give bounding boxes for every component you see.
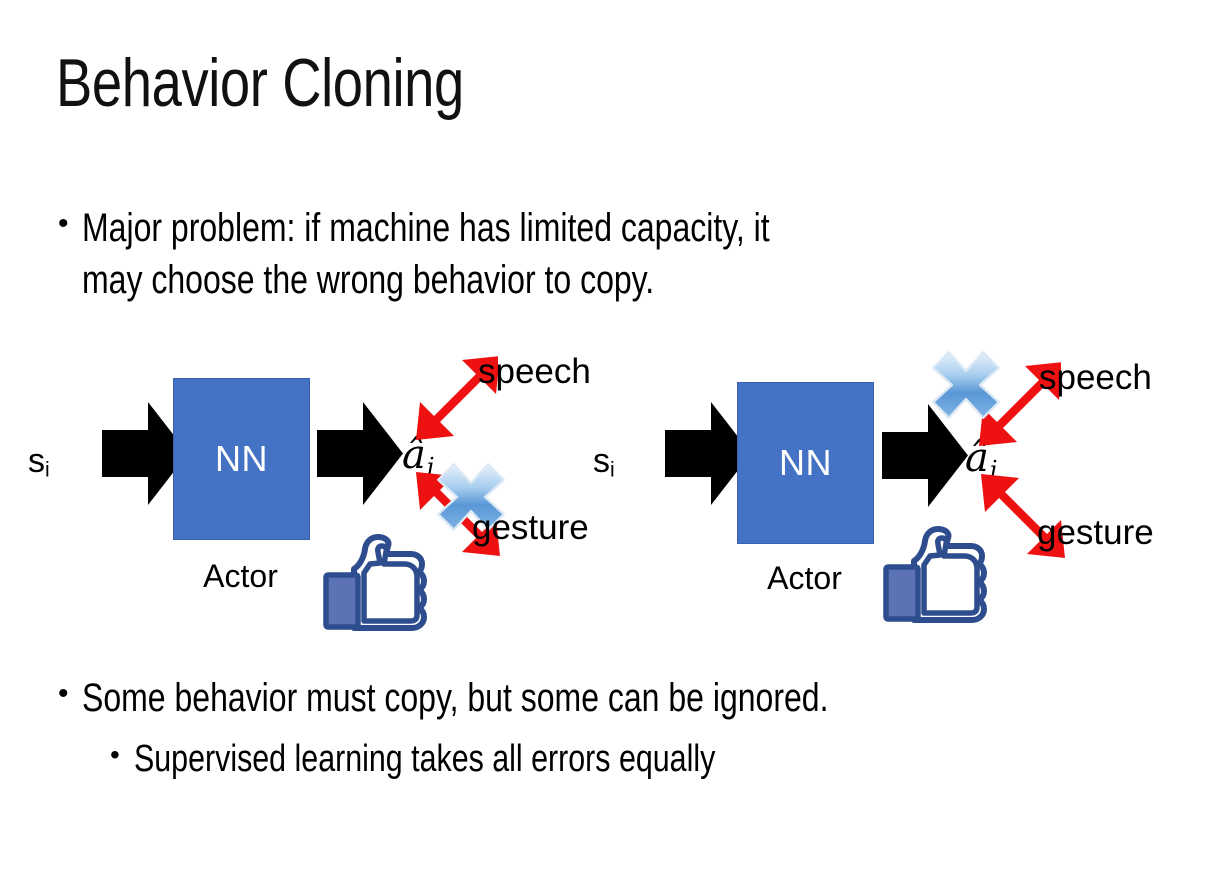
nn-box-label: NN bbox=[779, 442, 832, 483]
input-state-label-left: si bbox=[28, 442, 50, 482]
branch-arrow-speech-right bbox=[979, 362, 1061, 446]
page-title: Behavior Cloning bbox=[56, 45, 464, 121]
thumbs-up-icon bbox=[323, 534, 427, 631]
output-arrow-icon-left bbox=[317, 402, 403, 505]
cross-out-icon-speech-right bbox=[932, 351, 1000, 419]
a-hat-glyph: â bbox=[402, 432, 426, 478]
diagram-right: si NN Actor âi bbox=[575, 340, 1175, 640]
output-action-symbol-left: âi bbox=[402, 432, 435, 481]
bullet-text: Some behavior must copy, but some can be… bbox=[82, 676, 829, 720]
actor-caption-right: Actor bbox=[767, 560, 842, 596]
nn-box-left: NN bbox=[173, 378, 310, 540]
bullet-marker: • bbox=[58, 207, 69, 240]
nn-box-label: NN bbox=[215, 438, 268, 479]
a-hat-glyph: â bbox=[965, 435, 989, 481]
output-arrow-icon-right bbox=[882, 404, 968, 507]
bullet-major-problem: • Major problem: if machine has limited … bbox=[58, 202, 1168, 306]
branch-arrow-speech-left bbox=[416, 356, 498, 440]
nn-box-right: NN bbox=[737, 382, 874, 544]
branch-label-gesture-left: gesture bbox=[472, 508, 589, 547]
bullet-supervised-learning: • Supervised learning takes all errors e… bbox=[110, 735, 1190, 784]
input-arrow-icon-left bbox=[102, 402, 188, 505]
output-action-symbol-right: âi bbox=[965, 435, 998, 484]
bullet-marker: • bbox=[58, 677, 69, 710]
thumbs-down-icon bbox=[883, 526, 987, 623]
diagram-left: si NN Actor âi bbox=[10, 340, 610, 640]
input-arrow-icon-right bbox=[665, 402, 751, 505]
input-state-label-right: si bbox=[593, 442, 615, 482]
branch-label-speech-left: speech bbox=[478, 352, 591, 391]
branch-arrow-gesture-right bbox=[981, 474, 1065, 558]
bullet-text: Supervised learning takes all errors equ… bbox=[134, 738, 716, 780]
branch-label-speech-right: speech bbox=[1039, 358, 1152, 397]
cross-out-icon-gesture-left bbox=[437, 463, 505, 531]
bullet-some-behavior: • Some behavior must copy, but some can … bbox=[58, 672, 1188, 724]
bullet-marker: • bbox=[110, 739, 120, 770]
bullet-text: Major problem: if machine has limited ca… bbox=[82, 206, 770, 302]
branch-label-gesture-right: gesture bbox=[1037, 513, 1154, 552]
actor-caption-left: Actor bbox=[203, 558, 278, 594]
